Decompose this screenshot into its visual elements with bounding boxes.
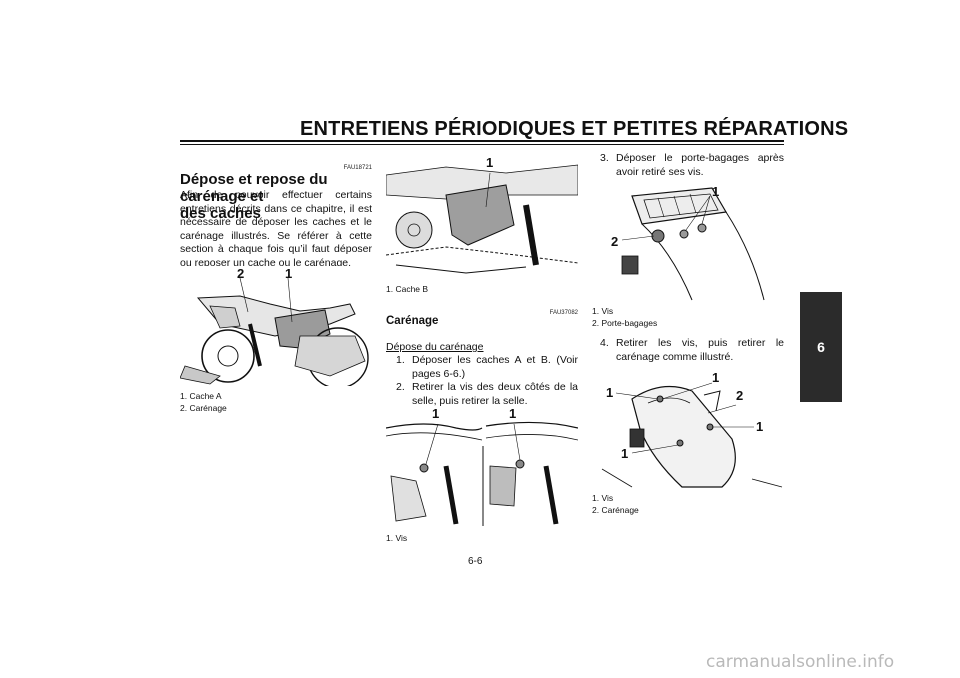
callout-1: 1 <box>621 446 629 461</box>
step-text: Déposer les caches A et B. (Voir pages 6… <box>412 354 578 380</box>
callout-1: 1 <box>606 385 614 400</box>
header-rule-thin <box>180 144 784 145</box>
callout-1: 1 <box>712 370 720 385</box>
header-rule <box>180 140 784 142</box>
seat-screws-illustration <box>386 406 578 526</box>
legend-item: 1. Vis <box>592 493 614 503</box>
figure-luggage-rack <box>592 182 784 302</box>
subsection-heading: Carénage <box>386 315 439 327</box>
step-number: 3. <box>600 152 609 164</box>
callout-2: 2 <box>237 266 245 281</box>
callout-1: 1 <box>509 406 517 421</box>
figure-legend: 1. Cache B <box>386 283 428 295</box>
figure-cache-b <box>386 155 578 279</box>
chapter-tab[interactable]: 6 <box>800 292 842 402</box>
callout-1: 1 <box>486 155 494 170</box>
legend-item: 1. Cache B <box>386 284 429 294</box>
legend-item: 2. Carénage <box>592 505 639 515</box>
step-number: 1. <box>396 354 405 366</box>
step-1: 1. Déposer les caches A et B. (Voir page… <box>396 354 578 382</box>
section-code: FAU37082 <box>549 310 578 316</box>
legend-item: 2. Carénage <box>180 403 227 413</box>
callout-2: 2 <box>736 388 744 403</box>
figure-legend: 1. Cache A 2. Carénage <box>180 390 227 414</box>
step-number: 2. <box>396 381 405 393</box>
callout-1: 1 <box>285 266 293 281</box>
motorcycle-side-illustration <box>180 266 374 386</box>
page-number: 6-6 <box>468 556 483 567</box>
step-3: 3. Déposer le porte-bagages après avoir … <box>600 152 784 180</box>
figure-legend: 1. Vis <box>386 532 407 544</box>
legend-item: 1. Cache A <box>180 391 222 401</box>
step-text: Déposer le porte-bagages après avoir ret… <box>616 152 784 178</box>
watermark: carmanualsonline.info <box>706 652 895 672</box>
intro-paragraph: Afin de pouvoir effectuer certains entre… <box>180 189 372 269</box>
figure-rear-fairing <box>592 369 784 489</box>
page-header-title: ENTRETIENS PÉRIODIQUES ET PETITES RÉPARA… <box>300 118 849 140</box>
figure-seat-screws <box>386 406 578 526</box>
legend-item: 1. Vis <box>592 306 614 316</box>
step-number: 4. <box>600 337 609 349</box>
callout-1: 1 <box>756 419 764 434</box>
callout-2: 2 <box>611 234 619 249</box>
step-text: Retirer les vis, puis retirer le carénag… <box>616 337 784 363</box>
step-2: 2. Retirer la vis des deux côtés de la s… <box>396 381 578 409</box>
rear-fairing-illustration <box>592 369 784 489</box>
callout-1: 1 <box>432 406 440 421</box>
step-text: Retirer la vis des deux côtés de la sell… <box>412 381 578 407</box>
section-heading: Dépose et repose du carénage et des cach… <box>180 171 380 222</box>
motorcycle-cover-illustration <box>386 155 578 279</box>
section-code: FAU18721 <box>343 165 372 171</box>
legend-item: 2. Porte-bagages <box>592 318 658 328</box>
procedure-title: Dépose du carénage <box>386 341 484 353</box>
section-heading-line2: des caches <box>180 205 261 222</box>
figure-cache-a <box>180 266 374 386</box>
legend-item: 1. Vis <box>386 533 408 543</box>
figure-legend: 1. Vis 2. Carénage <box>592 492 639 516</box>
section-heading-line1: Dépose et repose du carénage et <box>180 171 328 205</box>
step-4: 4. Retirer les vis, puis retirer le caré… <box>600 337 784 365</box>
callout-1: 1 <box>712 184 720 199</box>
figure-legend: 1. Vis 2. Porte-bagages <box>592 305 657 329</box>
luggage-rack-illustration <box>592 182 784 302</box>
